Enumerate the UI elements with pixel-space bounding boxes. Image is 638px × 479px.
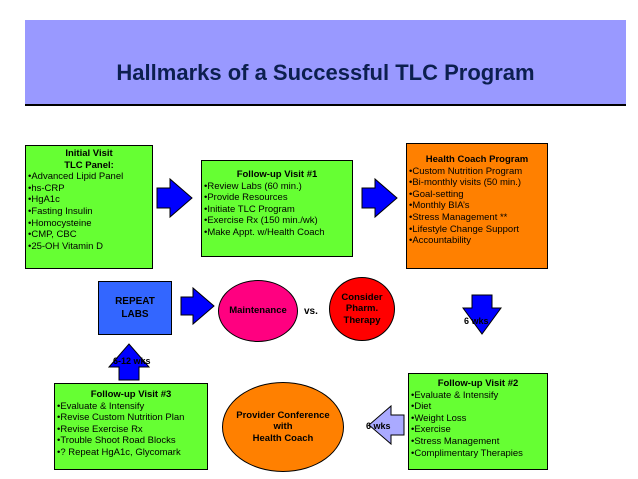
page-title: Hallmarks of a Successful TLC Program	[116, 60, 535, 85]
vs-label: vs.	[304, 306, 318, 317]
followup3-box: Follow-up Visit #3 Evaluate & Intensify …	[54, 383, 208, 470]
initial-visit-box: Initial Visit TLC Panel: Advanced Lipid …	[25, 145, 153, 269]
consider-pharm-ellipse: Consider Pharm. Therapy	[329, 277, 395, 341]
repeat-labs-box: REPEAT LABS	[98, 281, 172, 335]
list-item: Goal-setting	[409, 189, 545, 201]
health-coach-heading: Health Coach Program	[425, 154, 529, 165]
arrow-coach-to-followup2	[462, 294, 502, 335]
provider-conference-ellipse: Provider Conference with Health Coach	[222, 382, 344, 472]
list-item: Revise Custom Nutrition Plan	[57, 412, 205, 424]
list-item: Exercise	[411, 424, 545, 436]
list-item: HgA1c	[28, 194, 150, 206]
arrow-label-6-12wks: 6-12 wks	[113, 356, 151, 366]
followup3-heading: Follow-up Visit #3	[90, 389, 172, 400]
list-item: Accountability	[409, 235, 545, 247]
list-item: 25-OH Vitamin D	[28, 241, 150, 253]
arrow-initial-to-followup1	[156, 177, 193, 219]
list-item: Lifestyle Change Support	[409, 224, 545, 236]
provider-line3: Health Coach	[252, 432, 314, 444]
list-item: Homocysteine	[28, 218, 150, 230]
consider-line3: Therapy	[343, 314, 381, 326]
list-item: Initiate TLC Program	[204, 204, 350, 216]
list-item: Evaluate & Intensify	[411, 390, 545, 402]
arrow-followup3-to-repeat	[107, 343, 151, 381]
repeat-labs-line1: REPEAT	[115, 296, 155, 307]
list-item: Stress Management **	[409, 212, 545, 224]
list-item: Monthly BIA’s	[409, 200, 545, 212]
arrow-followup1-to-coach	[361, 177, 398, 219]
list-item: Review Labs (60 min.)	[204, 181, 350, 193]
list-item: Exercise Rx (150 min./wk)	[204, 215, 350, 227]
list-item: Stress Management	[411, 436, 545, 448]
list-item: Revise Exercise Rx	[57, 424, 205, 436]
list-item: Custom Nutrition Program	[409, 166, 545, 178]
followup1-list: Review Labs (60 min.) Provide Resources …	[204, 181, 350, 239]
list-item: Bi-monthly visits (50 min.)	[409, 177, 545, 189]
list-item: Complimentary Therapies	[411, 448, 545, 460]
followup1-box: Follow-up Visit #1 Review Labs (60 min.)…	[201, 160, 353, 257]
provider-line2: with	[273, 421, 293, 433]
list-item: Weight Loss	[411, 413, 545, 425]
maintenance-ellipse: Maintenance	[218, 280, 298, 342]
followup2-box: Follow-up Visit #2 Evaluate & Intensify …	[408, 373, 548, 470]
tlc-panel-heading: TLC Panel:	[64, 159, 114, 171]
list-item: Trouble Shoot Road Blocks	[57, 435, 205, 447]
maintenance-label: Maintenance	[229, 305, 287, 317]
arrow-followup2-to-provider	[368, 404, 405, 446]
initial-visit-heading: Initial Visit	[65, 148, 113, 159]
provider-line1: Provider Conference	[236, 409, 330, 421]
followup2-heading: Follow-up Visit #2	[437, 378, 519, 389]
list-item: Fasting Insulin	[28, 206, 150, 218]
list-item: Make Appt. w/Health Coach	[204, 227, 350, 239]
title-banner	[25, 20, 626, 104]
followup1-heading: Follow-up Visit #1	[236, 169, 318, 180]
initial-visit-list: Advanced Lipid Panel hs-CRP HgA1c Fastin…	[28, 171, 150, 252]
health-coach-list: Custom Nutrition Program Bi-monthly visi…	[409, 166, 545, 247]
list-item: Diet	[411, 401, 545, 413]
list-item: Provide Resources	[204, 192, 350, 204]
arrow-label-6wks-left: 6 wks	[366, 421, 391, 431]
health-coach-box: Health Coach Program Custom Nutrition Pr…	[406, 143, 548, 269]
list-item: ? Repeat HgA1c, Glycomark	[57, 447, 205, 459]
list-item: Advanced Lipid Panel	[28, 171, 150, 183]
title-underline	[25, 104, 626, 106]
consider-line1: Consider	[341, 291, 383, 303]
arrow-label-6wks-down: 6 wks	[464, 316, 489, 326]
list-item: hs-CRP	[28, 183, 150, 195]
consider-line2: Pharm.	[345, 303, 379, 315]
arrow-repeat-to-maintenance	[180, 286, 215, 326]
list-item: CMP, CBC	[28, 229, 150, 241]
list-item: Evaluate & Intensify	[57, 401, 205, 413]
repeat-labs-line2: LABS	[121, 309, 149, 320]
followup3-list: Evaluate & Intensify Revise Custom Nutri…	[57, 401, 205, 459]
followup2-list: Evaluate & Intensify Diet Weight Loss Ex…	[411, 390, 545, 460]
